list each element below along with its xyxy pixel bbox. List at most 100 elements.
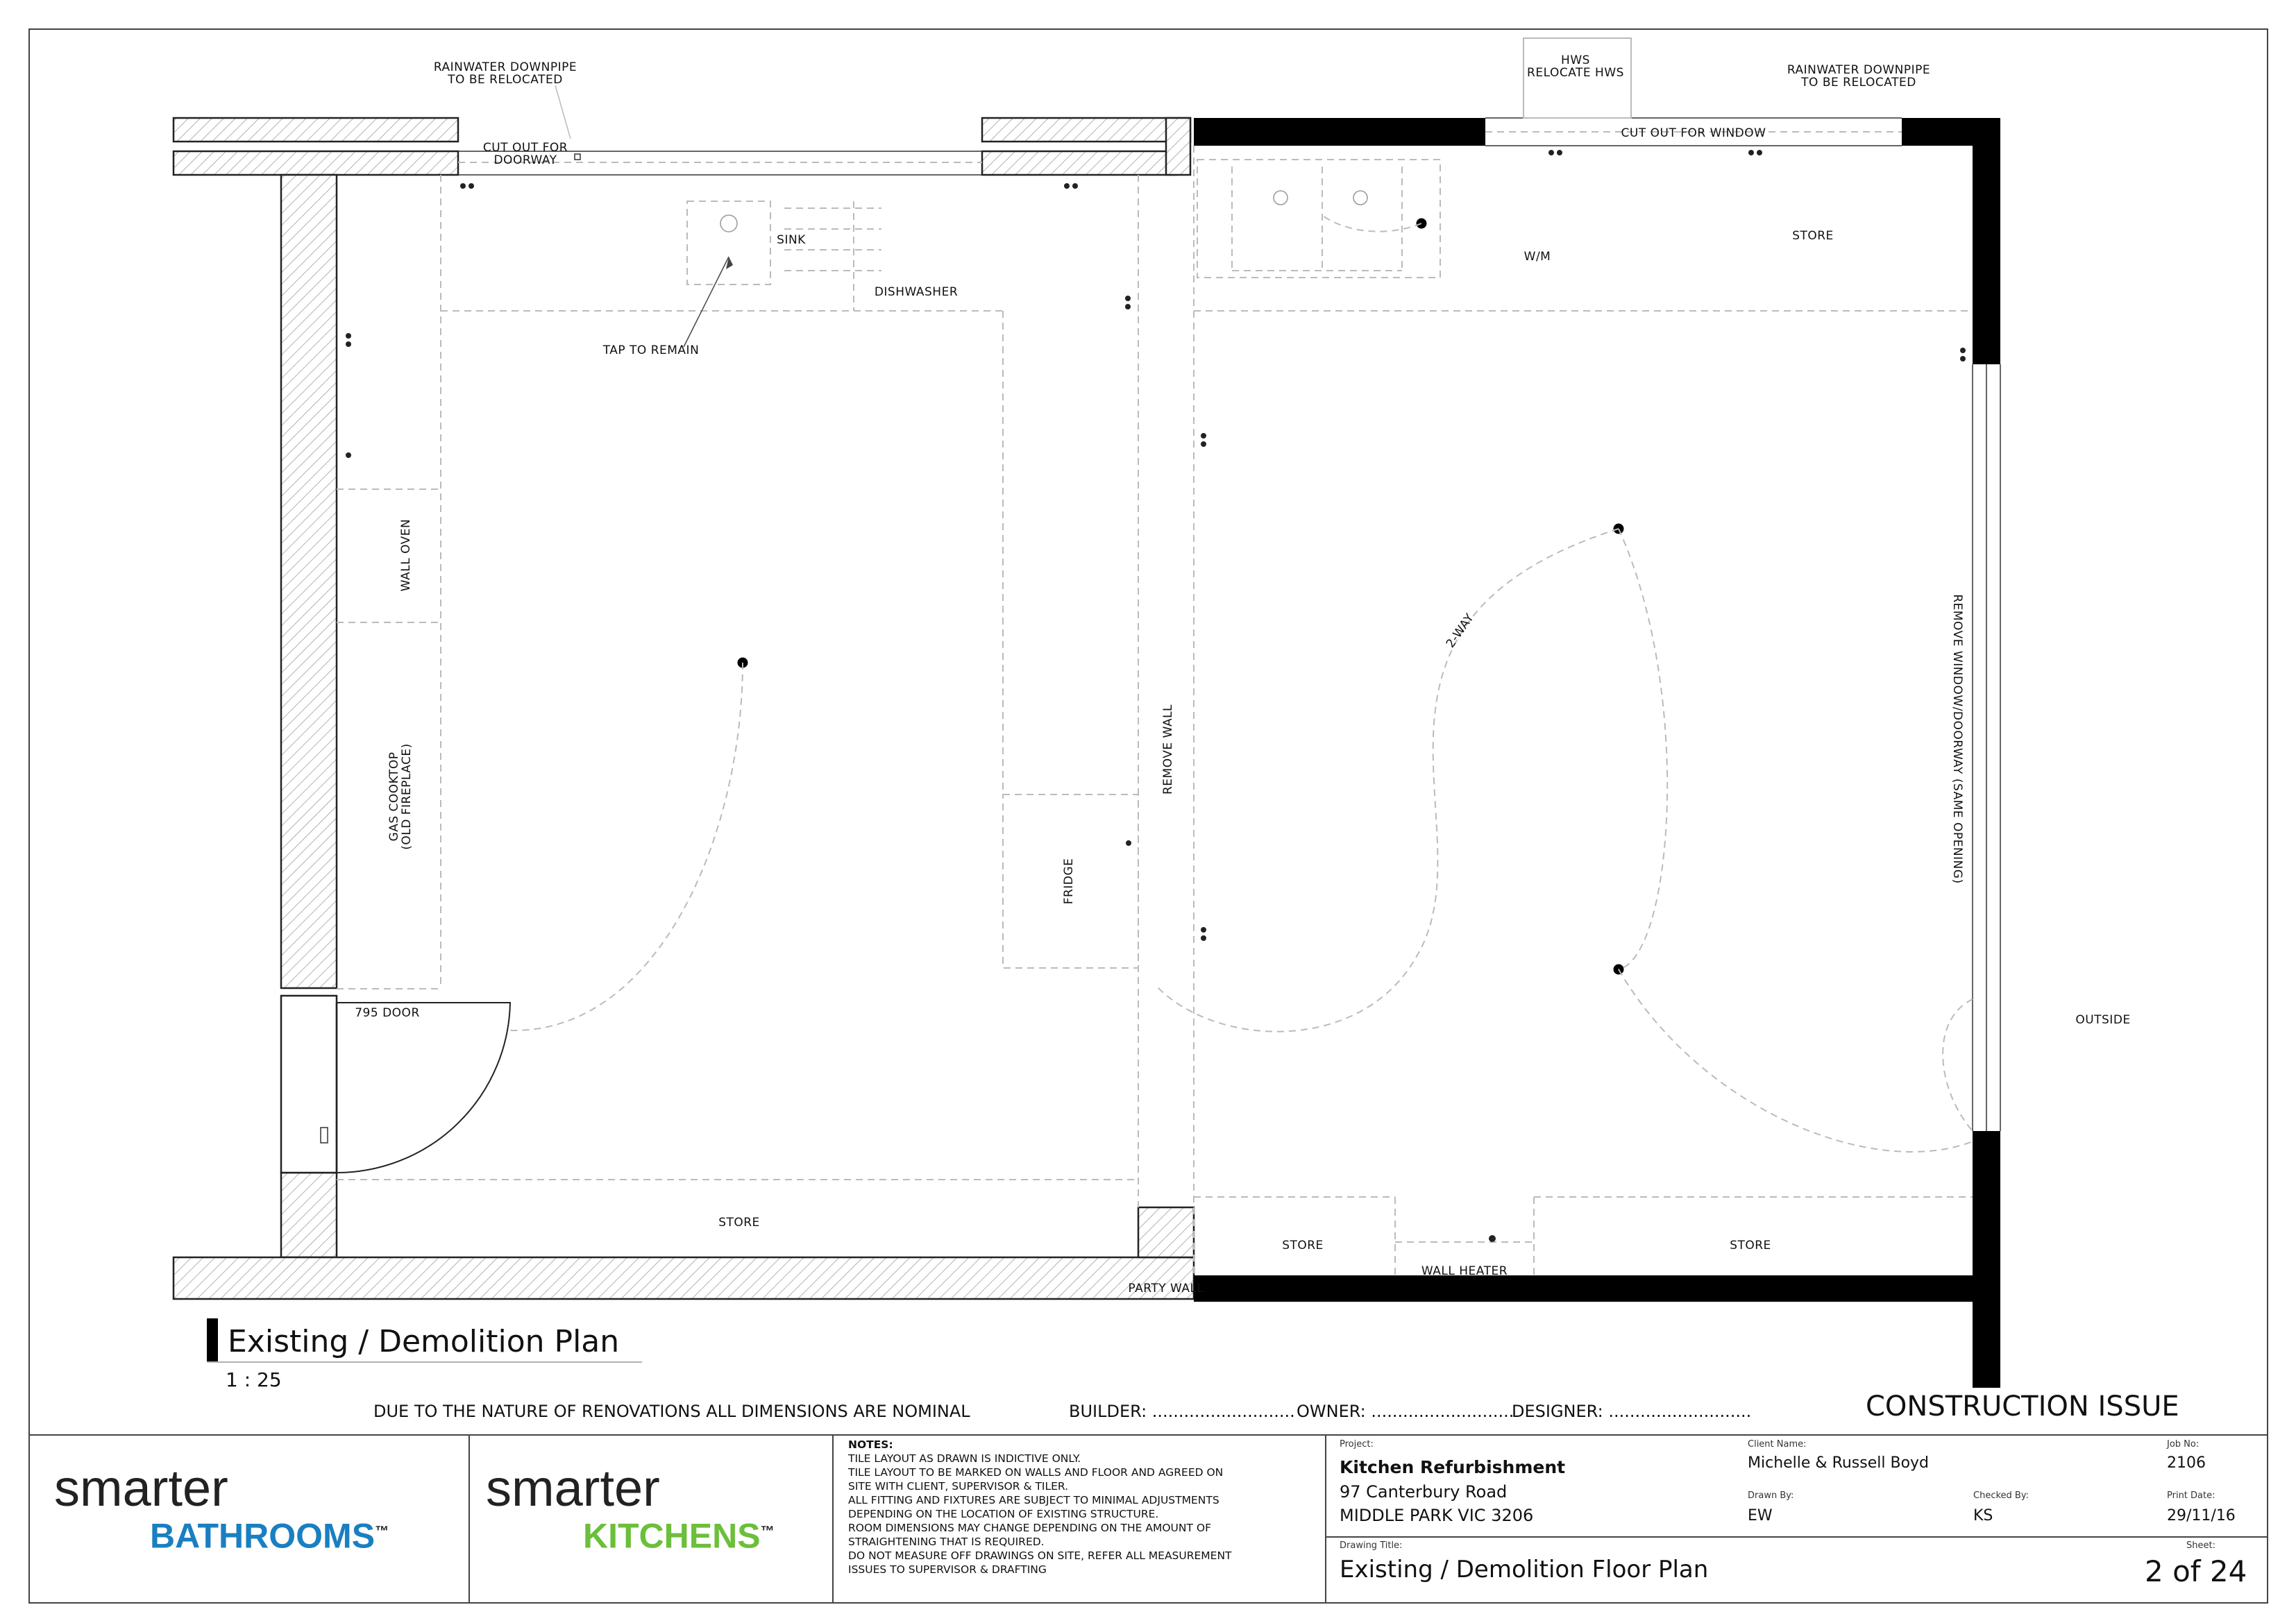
checked-label: Checked By:	[1973, 1490, 2029, 1501]
label-gas-cooktop-1: GAS COOKTOP	[387, 752, 401, 842]
sheet-border	[28, 28, 2268, 1604]
label-cut-doorway-2: DOORWAY	[493, 153, 557, 167]
print-date: 29/11/16	[2167, 1507, 2236, 1524]
right-wall-lower	[1973, 1131, 2000, 1388]
notes-heading: NOTES:	[848, 1438, 893, 1451]
left-wall-lower	[280, 1171, 338, 1259]
right-bottom-wall	[1194, 1275, 1999, 1302]
label-wall-oven: WALL OVEN	[399, 519, 413, 592]
logo-bath-word: BATHROOMS	[150, 1516, 375, 1556]
notes-line: TILE LAYOUT TO BE MARKED ON WALLS AND FL…	[848, 1466, 1224, 1479]
logo-bath-top: smarter	[54, 1459, 228, 1517]
label-dishwasher: DISHWASHER	[875, 285, 958, 299]
label-remove-wall: REMOVE WALL	[1161, 704, 1175, 794]
construction-issue: CONSTRUCTION ISSUE	[1866, 1391, 2179, 1422]
wire-outside-return	[1942, 999, 1973, 1132]
light-switches	[346, 150, 1966, 1242]
trough-waste-1	[1273, 190, 1288, 205]
label-rainwater-left-1: RAINWATER DOWNPIPE	[434, 60, 577, 74]
label-two-way: 2-WAY	[1444, 611, 1477, 651]
label-door-795: 795 DOOR	[355, 1006, 420, 1020]
label-remove-window: REMOVE WINDOW/DOORWAY (SAME OPENING)	[1950, 594, 1964, 883]
project-address-2: MIDDLE PARK VIC 3206	[1340, 1506, 1534, 1525]
logo-kit-bottom: KITCHENS™	[583, 1514, 775, 1554]
label-rainwater-right-1: RAINWATER DOWNPIPE	[1787, 63, 1930, 77]
downpipe-marker	[574, 153, 581, 160]
wire-kitchen	[509, 662, 743, 1032]
notice-builder: BUILDER: ...........................	[1069, 1402, 1295, 1421]
top-wall-left-outer	[172, 117, 459, 143]
project-name: Kitchen Refurbishment	[1340, 1457, 1566, 1477]
leader-rainwater-left	[555, 85, 571, 139]
top-wall-left-inner	[172, 150, 459, 176]
wire-lights	[1618, 528, 1669, 970]
sheet-label: Sheet:	[2186, 1540, 2215, 1551]
top-wall-mid-return	[1165, 117, 1192, 176]
notes-line: DEPENDING ON THE LOCATION OF EXISTING ST…	[848, 1508, 1159, 1520]
trough-waste-2	[1353, 190, 1368, 205]
left-wall	[280, 173, 338, 989]
door-frame	[280, 994, 338, 1174]
smarter-bathrooms-logo: smarter BATHROOMS™	[54, 1463, 389, 1554]
job-label: Job No:	[2167, 1439, 2200, 1450]
label-sink: SINK	[777, 233, 806, 247]
project-address-1: 97 Canterbury Road	[1340, 1482, 1508, 1502]
door-swing	[336, 1002, 512, 1173]
label-cut-window: CUT OUT FOR WINDOW	[1621, 126, 1766, 140]
checked-by: KS	[1973, 1507, 1993, 1524]
fridge-outline	[1002, 794, 1139, 969]
notice-nominal: DUE TO THE NATURE OF RENOVATIONS ALL DIM…	[373, 1402, 970, 1421]
drawn-by: EW	[1748, 1507, 1773, 1524]
notes-block: NOTES: TILE LAYOUT AS DRAWN IS INDICTIVE…	[848, 1438, 1320, 1577]
notes-line: STRAIGHTENING THAT IS REQUIRED.	[848, 1536, 1045, 1548]
drawing-title-label: Drawing Title:	[1340, 1540, 1403, 1551]
logo-bath-tm: ™	[375, 1524, 389, 1539]
drawing-title-value: Existing / Demolition Floor Plan	[1340, 1556, 1709, 1583]
label-hws-1: HWS	[1561, 53, 1590, 67]
hws-box	[1523, 37, 1632, 119]
right-top-wall-left	[1194, 118, 1485, 146]
drawn-label: Drawn By:	[1748, 1490, 1794, 1501]
sink-bowl	[686, 201, 771, 285]
notice-owner: OWNER: ...........................	[1297, 1402, 1514, 1421]
tap-arrow-head	[726, 257, 733, 269]
label-wm: W/M	[1524, 250, 1551, 264]
label-outside: OUTSIDE	[2075, 1013, 2130, 1027]
notes-line: SITE WITH CLIENT, SUPERVISOR & TILER.	[848, 1480, 1069, 1493]
label-rainwater-right-2: TO BE RELOCATED	[1800, 76, 1916, 90]
top-wall-mid-inner	[981, 150, 1178, 176]
tap-arrow	[683, 256, 729, 348]
label-gas-cooktop-2: (OLD FIREPLACE)	[400, 743, 414, 850]
label-store-bottom-mid: STORE	[1282, 1239, 1324, 1252]
label-rainwater-left-2: TO BE RELOCATED	[447, 73, 563, 87]
wire-2way	[1155, 528, 1619, 1033]
logo-bath-bottom: BATHROOMS™	[150, 1514, 389, 1554]
label-wall-heater: WALL HEATER	[1421, 1264, 1508, 1278]
notice-designer: DESIGNER: ...........................	[1512, 1402, 1751, 1421]
print-label: Print Date:	[2167, 1490, 2215, 1501]
drawing-scale: 1 : 25	[226, 1368, 282, 1391]
client-name: Michelle & Russell Boyd	[1748, 1454, 1930, 1472]
sheet-number: 2 of 24	[2145, 1554, 2247, 1588]
logo-kit-tm: ™	[760, 1524, 775, 1539]
label-store-bottom-right: STORE	[1730, 1239, 1771, 1252]
label-hws-2: RELOCATE HWS	[1527, 66, 1624, 80]
label-store-bottom-left: STORE	[718, 1216, 760, 1230]
top-wall-mid-outer	[981, 117, 1192, 143]
logo-kit-word: KITCHENS	[583, 1516, 761, 1556]
notes-line: DO NOT MEASURE OFF DRAWINGS ON SITE, REF…	[848, 1549, 1232, 1562]
label-store-top: STORE	[1792, 229, 1834, 243]
label-tap: TAP TO REMAIN	[602, 343, 700, 357]
client-label: Client Name:	[1748, 1439, 1807, 1450]
title-marker	[207, 1318, 218, 1361]
label-cut-doorway-1: CUT OUT FOR	[483, 141, 568, 155]
right-wall-upper	[1973, 118, 2000, 364]
sink-waste	[720, 214, 738, 232]
wire-outside	[1618, 969, 1973, 1153]
smarter-kitchens-logo: smarter KITCHENS™	[486, 1463, 775, 1554]
wire-laundry	[1322, 214, 1422, 232]
bottom-party-wall	[172, 1256, 1195, 1300]
party-wall-pier	[1137, 1206, 1195, 1259]
job-number: 2106	[2167, 1454, 2206, 1472]
notes-line: ISSUES TO SUPERVISOR & DRAFTING	[848, 1563, 1047, 1576]
